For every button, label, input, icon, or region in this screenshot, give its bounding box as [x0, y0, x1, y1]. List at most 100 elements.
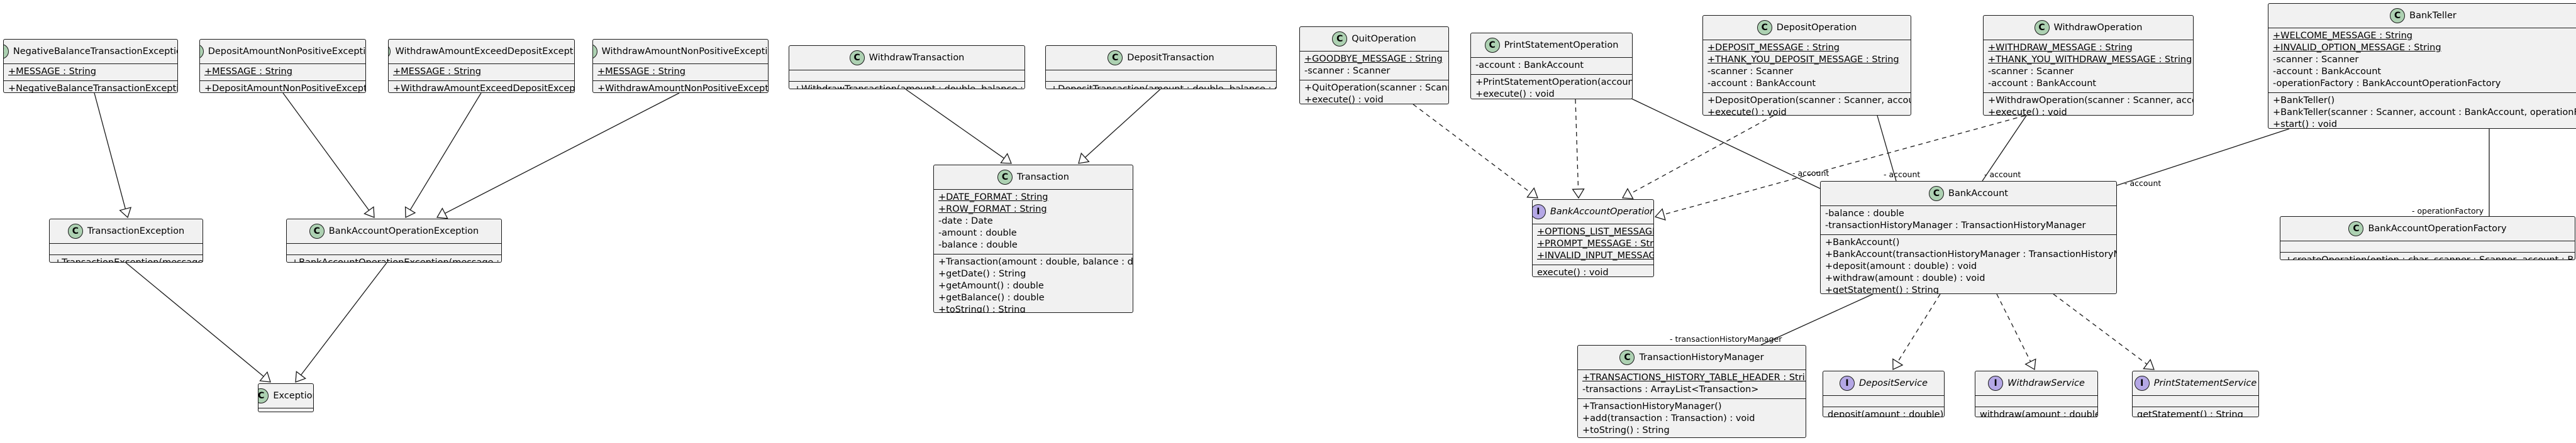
methods-compartment: +BankAccount()+BankAccount(transactionHi… — [1821, 235, 2116, 293]
relation-label: - account — [1984, 170, 2021, 179]
realization-line — [1575, 99, 1579, 190]
method-row: +DepositOperation(scanner : Scanner, acc… — [1707, 96, 1911, 106]
class-box[interactable]: CWithdrawAmountExceedDepositException+ME… — [388, 39, 575, 93]
methods-compartment: +WithdrawOperation(scanner : Scanner, ac… — [1984, 93, 2193, 115]
methods-compartment: getStatement() : String — [2133, 407, 2258, 417]
method-row: getStatement() : String — [2137, 410, 2243, 417]
relation-label: - account — [2124, 178, 2162, 188]
realization-line — [1413, 104, 1531, 194]
methods-compartment: +DepositTransaction(amount : double, bal… — [1046, 82, 1276, 89]
method-row: +DepositTransaction(amount : double, bal… — [1050, 84, 1276, 89]
class-icon: C — [2390, 8, 2406, 23]
class-box[interactable]: CWithdrawAmountNonPositiveException+MESS… — [592, 39, 769, 93]
generalization-line — [445, 92, 680, 214]
field-row: +DATE_FORMAT : String — [938, 192, 1048, 202]
field-row: -operationFactory : BankAccountOperation… — [2273, 79, 2501, 89]
class-name: Exception — [273, 391, 314, 401]
field-row: +INVALID_OPTION_MESSAGE : String — [2273, 43, 2441, 53]
method-row: +toString() : String — [938, 305, 1026, 313]
methods-compartment: +QuitOperation(scanner : Scanner)+execut… — [1300, 80, 1448, 104]
class-box[interactable]: CDepositAmountNonPositiveException+MESSA… — [199, 39, 366, 93]
method-row: +getAmount() : double — [938, 281, 1044, 291]
method-row: +BankTeller(scanner : Scanner, account :… — [2273, 107, 2576, 118]
inheritance-arrowhead — [295, 371, 306, 383]
association-line — [1877, 115, 1897, 182]
class-name: PrintStatementService — [2153, 378, 2257, 388]
field-row: +DEPOSIT_MESSAGE : String — [1707, 43, 1840, 53]
class-name: BankAccountOperationFactory — [2368, 224, 2507, 234]
methods-compartment: +DepositAmountNonPositiveException() — [200, 81, 365, 92]
fields-compartment: +OPTIONS_LIST_MESSAGE : String+PROMPT_ME… — [1533, 224, 1653, 265]
method-row: +BankAccount() — [1825, 238, 1900, 248]
field-row: +GOODBYE_MESSAGE : String — [1304, 54, 1443, 64]
methods-compartment: +BankAccountOperationException(message :… — [287, 255, 501, 263]
class-box[interactable]: CNegativeBalanceTransactionException+MES… — [3, 39, 178, 93]
association-line — [2116, 128, 2290, 186]
association-line — [1982, 115, 2027, 182]
inheritance-arrowhead — [1078, 152, 1090, 164]
realization-line — [2053, 293, 2148, 365]
field-row: -scanner : Scanner — [1988, 67, 2074, 77]
field-row: +MESSAGE : String — [393, 67, 481, 77]
method-row: execute() : void — [1537, 268, 1609, 277]
field-row: +MESSAGE : String — [597, 67, 686, 77]
fields-compartment: +TRANSACTIONS_HISTORY_TABLE_HEADER : Str… — [1578, 370, 1806, 399]
class-name: WithdrawAmountNonPositiveException — [601, 46, 769, 57]
method-row: deposit(amount : double) : void — [1828, 410, 1944, 417]
field-row: +WELCOME_MESSAGE : String — [2273, 31, 2412, 41]
method-row: +BankAccountOperationException(message :… — [291, 258, 501, 263]
fields-compartment — [50, 244, 203, 255]
class-name: TransactionHistoryManager — [1639, 353, 1764, 363]
field-row: -account : BankAccount — [1988, 79, 2097, 89]
fields-compartment: +DATE_FORMAT : String+ROW_FORMAT : Strin… — [934, 190, 1133, 254]
field-row: +MESSAGE : String — [8, 67, 96, 77]
interface-icon: I — [1839, 376, 1855, 391]
fields-compartment: +MESSAGE : String — [593, 64, 768, 81]
methods-compartment: +WithdrawAmountExceedDepositException() — [389, 81, 574, 92]
fields-compartment — [1975, 396, 2097, 407]
fields-compartment — [2280, 241, 2575, 253]
field-row: +THANK_YOU_DEPOSIT_MESSAGE : String — [1707, 55, 1899, 65]
class-icon: C — [1108, 50, 1123, 65]
method-row: +toString() : String — [1582, 425, 1670, 435]
interface-icon: I — [1533, 204, 1546, 219]
field-row: +MESSAGE : String — [204, 67, 292, 77]
fields-compartment — [258, 408, 313, 412]
field-row: -scanner : Scanner — [1707, 67, 1794, 77]
method-row: +execute() : void — [1475, 89, 1555, 99]
class-icon: C — [1929, 186, 1945, 201]
method-row: +Transaction(amount : double, balance : … — [938, 257, 1133, 267]
method-row: +start() : void — [2273, 119, 2338, 129]
field-row: -balance : double — [938, 240, 1018, 250]
generalization-line — [282, 92, 370, 211]
methods-compartment: withdraw(amount : double) : void — [1975, 407, 2097, 417]
method-row: +createOperation(option : char, scanner … — [2285, 255, 2575, 260]
fields-compartment — [1823, 396, 1944, 407]
field-row: -amount : double — [938, 228, 1017, 238]
fields-compartment: +GOODBYE_MESSAGE : String-scanner : Scan… — [1300, 52, 1448, 80]
